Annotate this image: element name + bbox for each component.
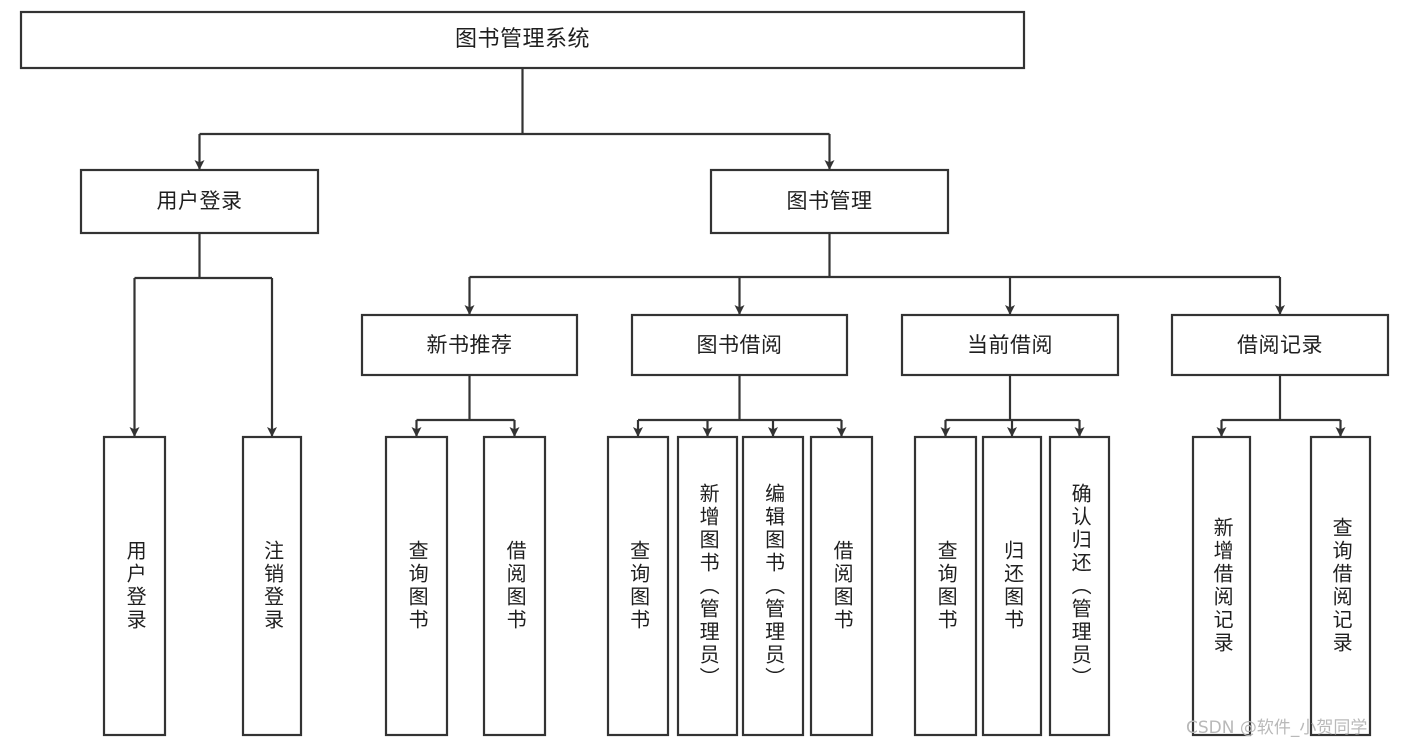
node-box-leaf-query-record[interactable] [1309,435,1372,737]
node-box-leaf-return-book[interactable] [981,435,1043,737]
box-layer [19,10,1390,737]
node-box-current-borrow[interactable] [900,313,1120,377]
node-box-leaf-add-book[interactable] [676,435,739,737]
node-box-leaf-add-record[interactable] [1191,435,1252,737]
node-box-leaf-query-book-3[interactable] [913,435,978,737]
node-box-new-book-rec[interactable] [360,313,579,377]
node-box-leaf-query-book-2[interactable] [606,435,670,737]
node-box-leaf-borrow-book-2[interactable] [809,435,874,737]
connector-layer [129,68,1346,437]
node-box-root[interactable] [19,10,1026,70]
node-box-book-borrow[interactable] [630,313,849,377]
node-box-leaf-borrow-book-1[interactable] [482,435,547,737]
node-box-leaf-confirm-return[interactable] [1048,435,1111,737]
node-box-borrow-record[interactable] [1170,313,1390,377]
node-box-user-login[interactable] [79,168,320,235]
node-box-leaf-edit-book[interactable] [741,435,805,737]
node-box-leaf-logout[interactable] [241,435,303,737]
node-box-book-manage[interactable] [709,168,950,235]
node-box-leaf-query-book-1[interactable] [384,435,449,737]
node-box-leaf-user-login[interactable] [102,435,167,737]
